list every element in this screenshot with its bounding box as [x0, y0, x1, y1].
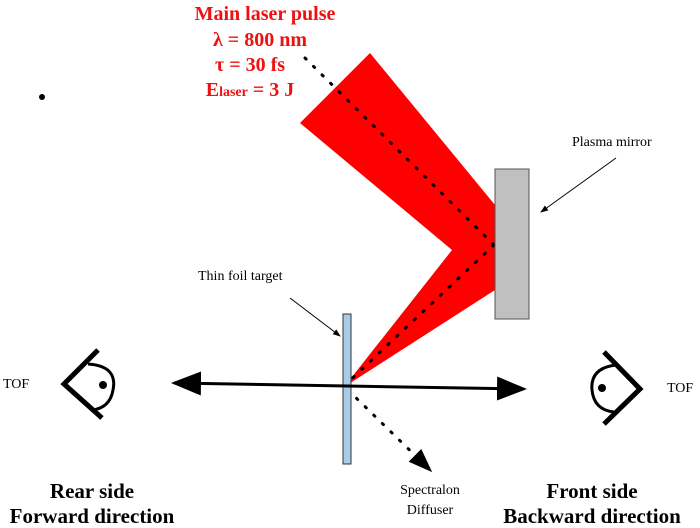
thin-foil-label: Thin foil target — [198, 269, 283, 284]
diffuser-label-1: Spectralon — [400, 483, 460, 498]
laser-energy: Elaser = 3 J — [206, 79, 295, 101]
front-side-label: Front side — [546, 479, 637, 503]
tof-right-eye-icon — [590, 350, 644, 426]
laser-beam — [300, 53, 495, 387]
forward-direction-label: Forward direction — [10, 504, 175, 528]
thin-foil-target — [342, 313, 352, 465]
beam-axis-reflected — [344, 243, 496, 386]
backward-direction-label: Backward direction — [503, 504, 681, 528]
beam-axis-transmitted — [346, 388, 433, 473]
laser-wavelength: λ = 800 nm — [213, 29, 307, 51]
plasma-mirror-pointer — [540, 157, 617, 213]
arrow-forward — [171, 371, 348, 396]
thin-foil-pointer — [289, 297, 341, 337]
tof-right-label: TOF — [667, 381, 693, 396]
laser-title: Main laser pulse — [195, 3, 336, 25]
tof-left-label: TOF — [3, 377, 29, 392]
plasma-mirror-label: Plasma mirror — [572, 135, 652, 150]
arrow-backward — [346, 376, 527, 401]
tof-left-eye-icon — [60, 348, 116, 420]
stray-dot — [39, 94, 45, 100]
plasma-mirror — [494, 168, 530, 320]
diffuser-label-2: Diffuser — [407, 503, 454, 518]
beam-axis-incoming — [303, 56, 496, 247]
rear-side-label: Rear side — [50, 479, 134, 503]
laser-duration: τ = 30 fs — [215, 54, 285, 76]
